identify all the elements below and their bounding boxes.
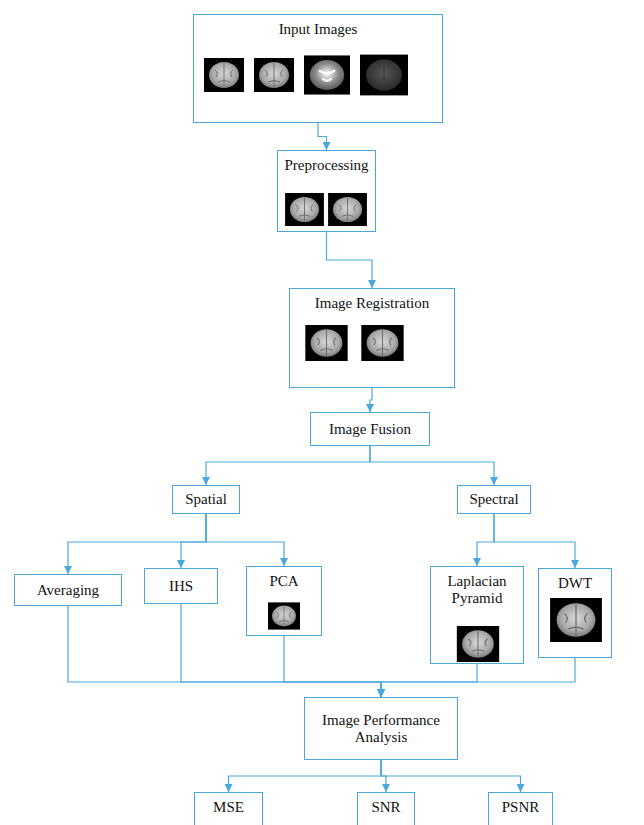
brain-image [285, 193, 324, 226]
process-box: Laplacian Pyramid [430, 566, 524, 664]
box-label: SNR [371, 799, 400, 816]
brain-image [550, 598, 602, 642]
flow-arrow [494, 514, 575, 568]
brain-image [328, 193, 367, 226]
brain-image [268, 602, 300, 629]
brain-image [360, 55, 408, 96]
flow-arrow [206, 446, 370, 485]
flow-arrow [318, 123, 327, 150]
flow-arrow [181, 514, 206, 568]
box-label: PCA [269, 573, 298, 590]
process-box: PSNR [488, 792, 553, 825]
flow-arrow [181, 604, 381, 697]
flow-arrow [229, 760, 382, 792]
process-box: Input Images [193, 14, 443, 123]
flow-arrow [327, 232, 373, 288]
brain-image [457, 626, 499, 662]
box-label: MSE [213, 799, 244, 816]
process-box: MSE [194, 792, 263, 825]
box-label: PSNR [502, 799, 540, 816]
box-label: Laplacian Pyramid [437, 573, 517, 607]
box-label: Input Images [279, 21, 358, 38]
box-label: Image Performance Analysis [311, 712, 451, 746]
flow-arrow [68, 606, 381, 697]
brain-image [361, 325, 403, 361]
process-box: IHS [144, 568, 218, 604]
process-box: Averaging [14, 574, 122, 606]
flow-arrow [284, 636, 381, 697]
process-box: Preprocessing [277, 150, 376, 232]
brain-image [254, 58, 294, 92]
process-box: Spatial [172, 485, 240, 514]
box-label: Spectral [469, 491, 518, 508]
flow-arrow [68, 514, 206, 574]
box-label: Image Fusion [329, 421, 411, 438]
brain-image [204, 58, 244, 92]
process-box: DWT [538, 568, 612, 658]
flow-arrow [381, 664, 477, 697]
process-box: PCA [246, 566, 322, 636]
process-box: Image Performance Analysis [304, 697, 458, 760]
flow-arrow [370, 446, 494, 485]
box-label: Image Registration [315, 295, 430, 312]
box-label: DWT [558, 575, 592, 592]
flow-arrow [381, 760, 521, 792]
brain-image [304, 55, 350, 94]
box-label: Preprocessing [284, 157, 368, 174]
box-label: Averaging [37, 582, 99, 599]
flow-arrow [477, 514, 494, 566]
box-label: IHS [169, 578, 193, 595]
flow-arrow [206, 514, 284, 566]
box-label: Spatial [185, 491, 227, 508]
process-box: Image Registration [289, 288, 455, 388]
brain-image [305, 325, 347, 361]
process-box: Image Fusion [310, 412, 430, 446]
process-box: SNR [357, 792, 415, 825]
flow-arrow [370, 388, 372, 412]
process-box: Spectral [457, 485, 531, 514]
